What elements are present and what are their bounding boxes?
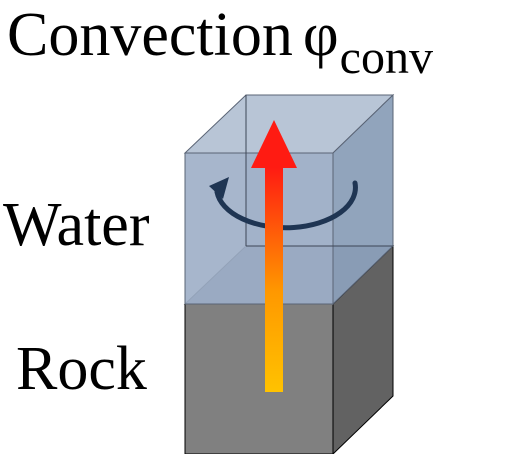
circulation-arrow-icon bbox=[209, 177, 358, 231]
rock-front-face bbox=[184, 303, 334, 455]
water-block bbox=[183, 93, 395, 306]
title-subscript: conv bbox=[339, 31, 433, 84]
water-label: Water bbox=[3, 191, 150, 259]
title-text: Convection bbox=[7, 1, 293, 69]
rock-label: Rock bbox=[16, 335, 147, 403]
water-front-face bbox=[184, 152, 334, 305]
flux-arrow-icon bbox=[251, 120, 297, 392]
flux-arrow-head bbox=[251, 120, 297, 168]
phi-symbol: φ bbox=[302, 1, 339, 69]
flux-arrow-shaft bbox=[265, 168, 283, 392]
